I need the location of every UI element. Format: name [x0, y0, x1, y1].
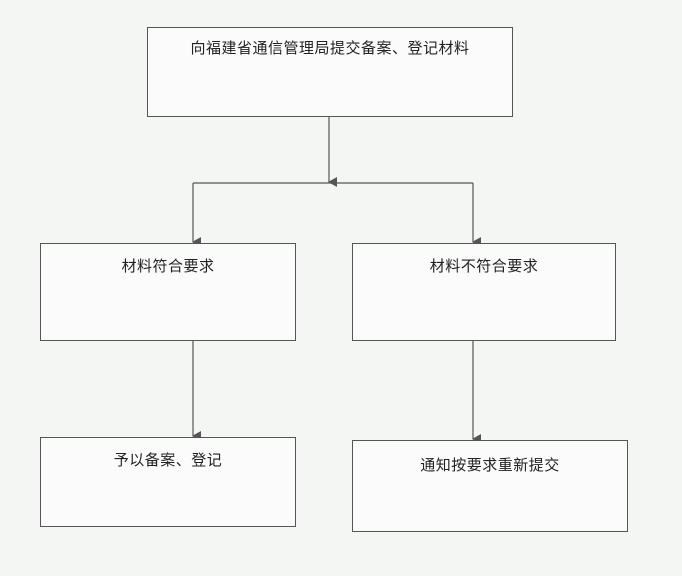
node-notify-resubmit-label: 通知按要求重新提交: [420, 456, 560, 474]
node-approve-register: 予以备案、登记: [40, 437, 296, 527]
node-materials-meet-requirements-label: 材料符合要求: [121, 257, 215, 275]
node-materials-meet-requirements: 材料符合要求: [40, 243, 296, 341]
node-notify-resubmit: 通知按要求重新提交: [352, 440, 628, 532]
node-approve-register-label: 予以备案、登记: [113, 451, 223, 469]
node-materials-not-meet-requirements-label: 材料不符合要求: [429, 257, 539, 275]
node-materials-not-meet-requirements: 材料不符合要求: [352, 243, 616, 341]
node-submit-materials-label: 向福建省通信管理局提交备案、登记材料: [190, 39, 470, 57]
node-submit-materials: 向福建省通信管理局提交备案、登记材料: [147, 27, 513, 117]
